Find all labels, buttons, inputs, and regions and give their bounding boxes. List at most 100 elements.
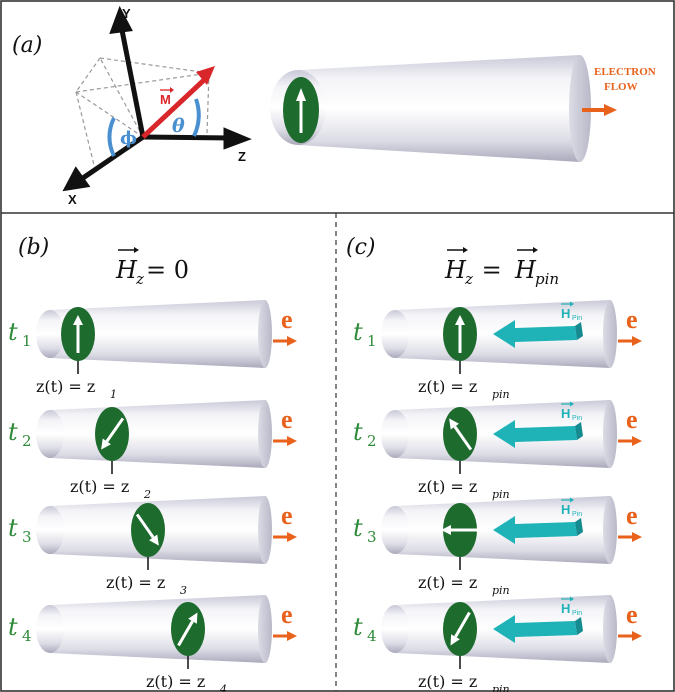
nanowire-end-cap	[258, 300, 272, 368]
domain-wall	[443, 602, 477, 656]
panel-a: (a) Y Z X θ ϕ M	[12, 5, 656, 207]
domain-wall-magnetization-shaft	[135, 513, 155, 539]
nanowire-end-cap	[569, 55, 591, 162]
position-equation: z(t) = z	[146, 672, 205, 691]
panel-c-title-eq: =	[474, 256, 509, 284]
position-equation: z(t) = z	[418, 477, 477, 496]
z-axis-label: Z	[238, 149, 246, 164]
nanowire-end-cap	[258, 400, 272, 468]
nanowire-end-cap	[603, 496, 617, 564]
nanowire-end-cap	[603, 300, 617, 368]
magnetization-arrow	[141, 78, 206, 139]
domain-wall-magnetization-shaft	[177, 620, 194, 647]
time-label-subscript: 3	[367, 528, 377, 546]
time-label-subscript: 2	[367, 432, 377, 450]
domain-wall-magnetization-shaft	[454, 611, 471, 638]
panel-b-label: (b)	[18, 235, 49, 260]
panel-c-title-pin: pin	[535, 270, 559, 288]
pinning-field-vector-tip	[570, 497, 574, 503]
pinning-field-arrow-side	[575, 617, 583, 635]
position-equation-subscript: pin	[492, 488, 510, 501]
phi-label: ϕ	[120, 128, 137, 149]
pinning-field-arrow	[493, 420, 577, 448]
magnetization-arrowhead	[196, 66, 215, 85]
nanowire-start-cap	[36, 506, 64, 554]
electron-arrowhead	[632, 631, 642, 641]
electron-label: e	[626, 305, 638, 334]
coordinate-axes	[62, 5, 252, 192]
time-label: t	[8, 418, 18, 446]
domain-wall-magnetization-head	[101, 438, 111, 450]
domain-wall-magnetization-head	[450, 634, 460, 646]
y-axis-arrowhead	[109, 5, 133, 34]
domain-wall-magnetization-head	[188, 612, 198, 624]
electron-arrowhead	[632, 436, 642, 446]
electron-flow-label-1: ELECTRON	[594, 66, 656, 78]
pinning-field-subscript: Pin	[572, 511, 582, 518]
position-equation: z(t) = z	[418, 672, 477, 691]
electron-label: e	[281, 405, 293, 434]
nanowire-body	[50, 400, 265, 468]
electron-arrowhead	[287, 336, 297, 346]
electron-arrowhead	[287, 532, 297, 542]
domain-wall	[61, 307, 95, 361]
time-label-subscript: 4	[22, 627, 32, 645]
time-label-subscript: 1	[367, 332, 377, 350]
electron-arrowhead	[287, 436, 297, 446]
position-equation-subscript: 3	[180, 584, 187, 597]
magnetization-vector-tip	[170, 87, 174, 93]
position-equation-subscript: pin	[492, 683, 510, 692]
pinning-field-vector-tip	[570, 301, 574, 307]
position-equation-subscript: pin	[492, 388, 510, 401]
y-axis-label: Y	[122, 6, 131, 21]
time-label: t	[8, 318, 18, 346]
nanowire-end-cap	[603, 400, 617, 468]
time-label-subscript: 1	[22, 332, 32, 350]
nanowire-start-cap	[36, 310, 64, 358]
x-axis	[78, 134, 145, 183]
time-label: t	[353, 613, 363, 641]
position-equation: z(t) = z	[418, 377, 477, 396]
panel-c-label: (c)	[346, 235, 376, 260]
nanowire-start-cap	[36, 605, 64, 653]
time-label: t	[353, 418, 363, 446]
phi-arc	[107, 117, 116, 157]
domain-wall	[443, 407, 477, 461]
pinning-field-label: H	[561, 406, 570, 421]
time-label: t	[353, 318, 363, 346]
time-label-subscript: 4	[367, 627, 377, 645]
position-equation-subscript: 1	[110, 388, 117, 401]
electron-arrowhead	[632, 532, 642, 542]
z-axis-arrowhead	[223, 127, 252, 150]
pinning-field-vector-tip	[570, 596, 574, 602]
position-equation: z(t) = z	[70, 477, 129, 496]
magnetization-label: M	[160, 92, 171, 107]
panel-a-label: (a)	[12, 33, 42, 58]
position-equation-subscript: 2	[143, 488, 151, 501]
electron-label: e	[281, 501, 293, 530]
nanowire-start-cap	[381, 506, 409, 554]
pinning-field-arrow	[493, 615, 577, 643]
domain-wall-magnetization-head	[449, 418, 459, 430]
domain-wall	[441, 503, 479, 557]
nanowire-start-cap	[381, 310, 409, 358]
nanowire-start-cap	[381, 605, 409, 653]
panel-c-title-sub: z	[464, 270, 473, 288]
domain-wall-magnetization-head	[73, 315, 83, 325]
panel-b-title: H z = 0	[115, 247, 189, 288]
pinning-field-subscript: Pin	[572, 415, 582, 422]
position-equation-subscript: 4	[219, 683, 227, 692]
panel-b-title-h: H	[115, 256, 138, 284]
pinning-field-subscript: Pin	[572, 315, 582, 322]
pinning-field-arrow-side	[575, 322, 583, 340]
panel-b-title-sub: z	[135, 270, 144, 288]
